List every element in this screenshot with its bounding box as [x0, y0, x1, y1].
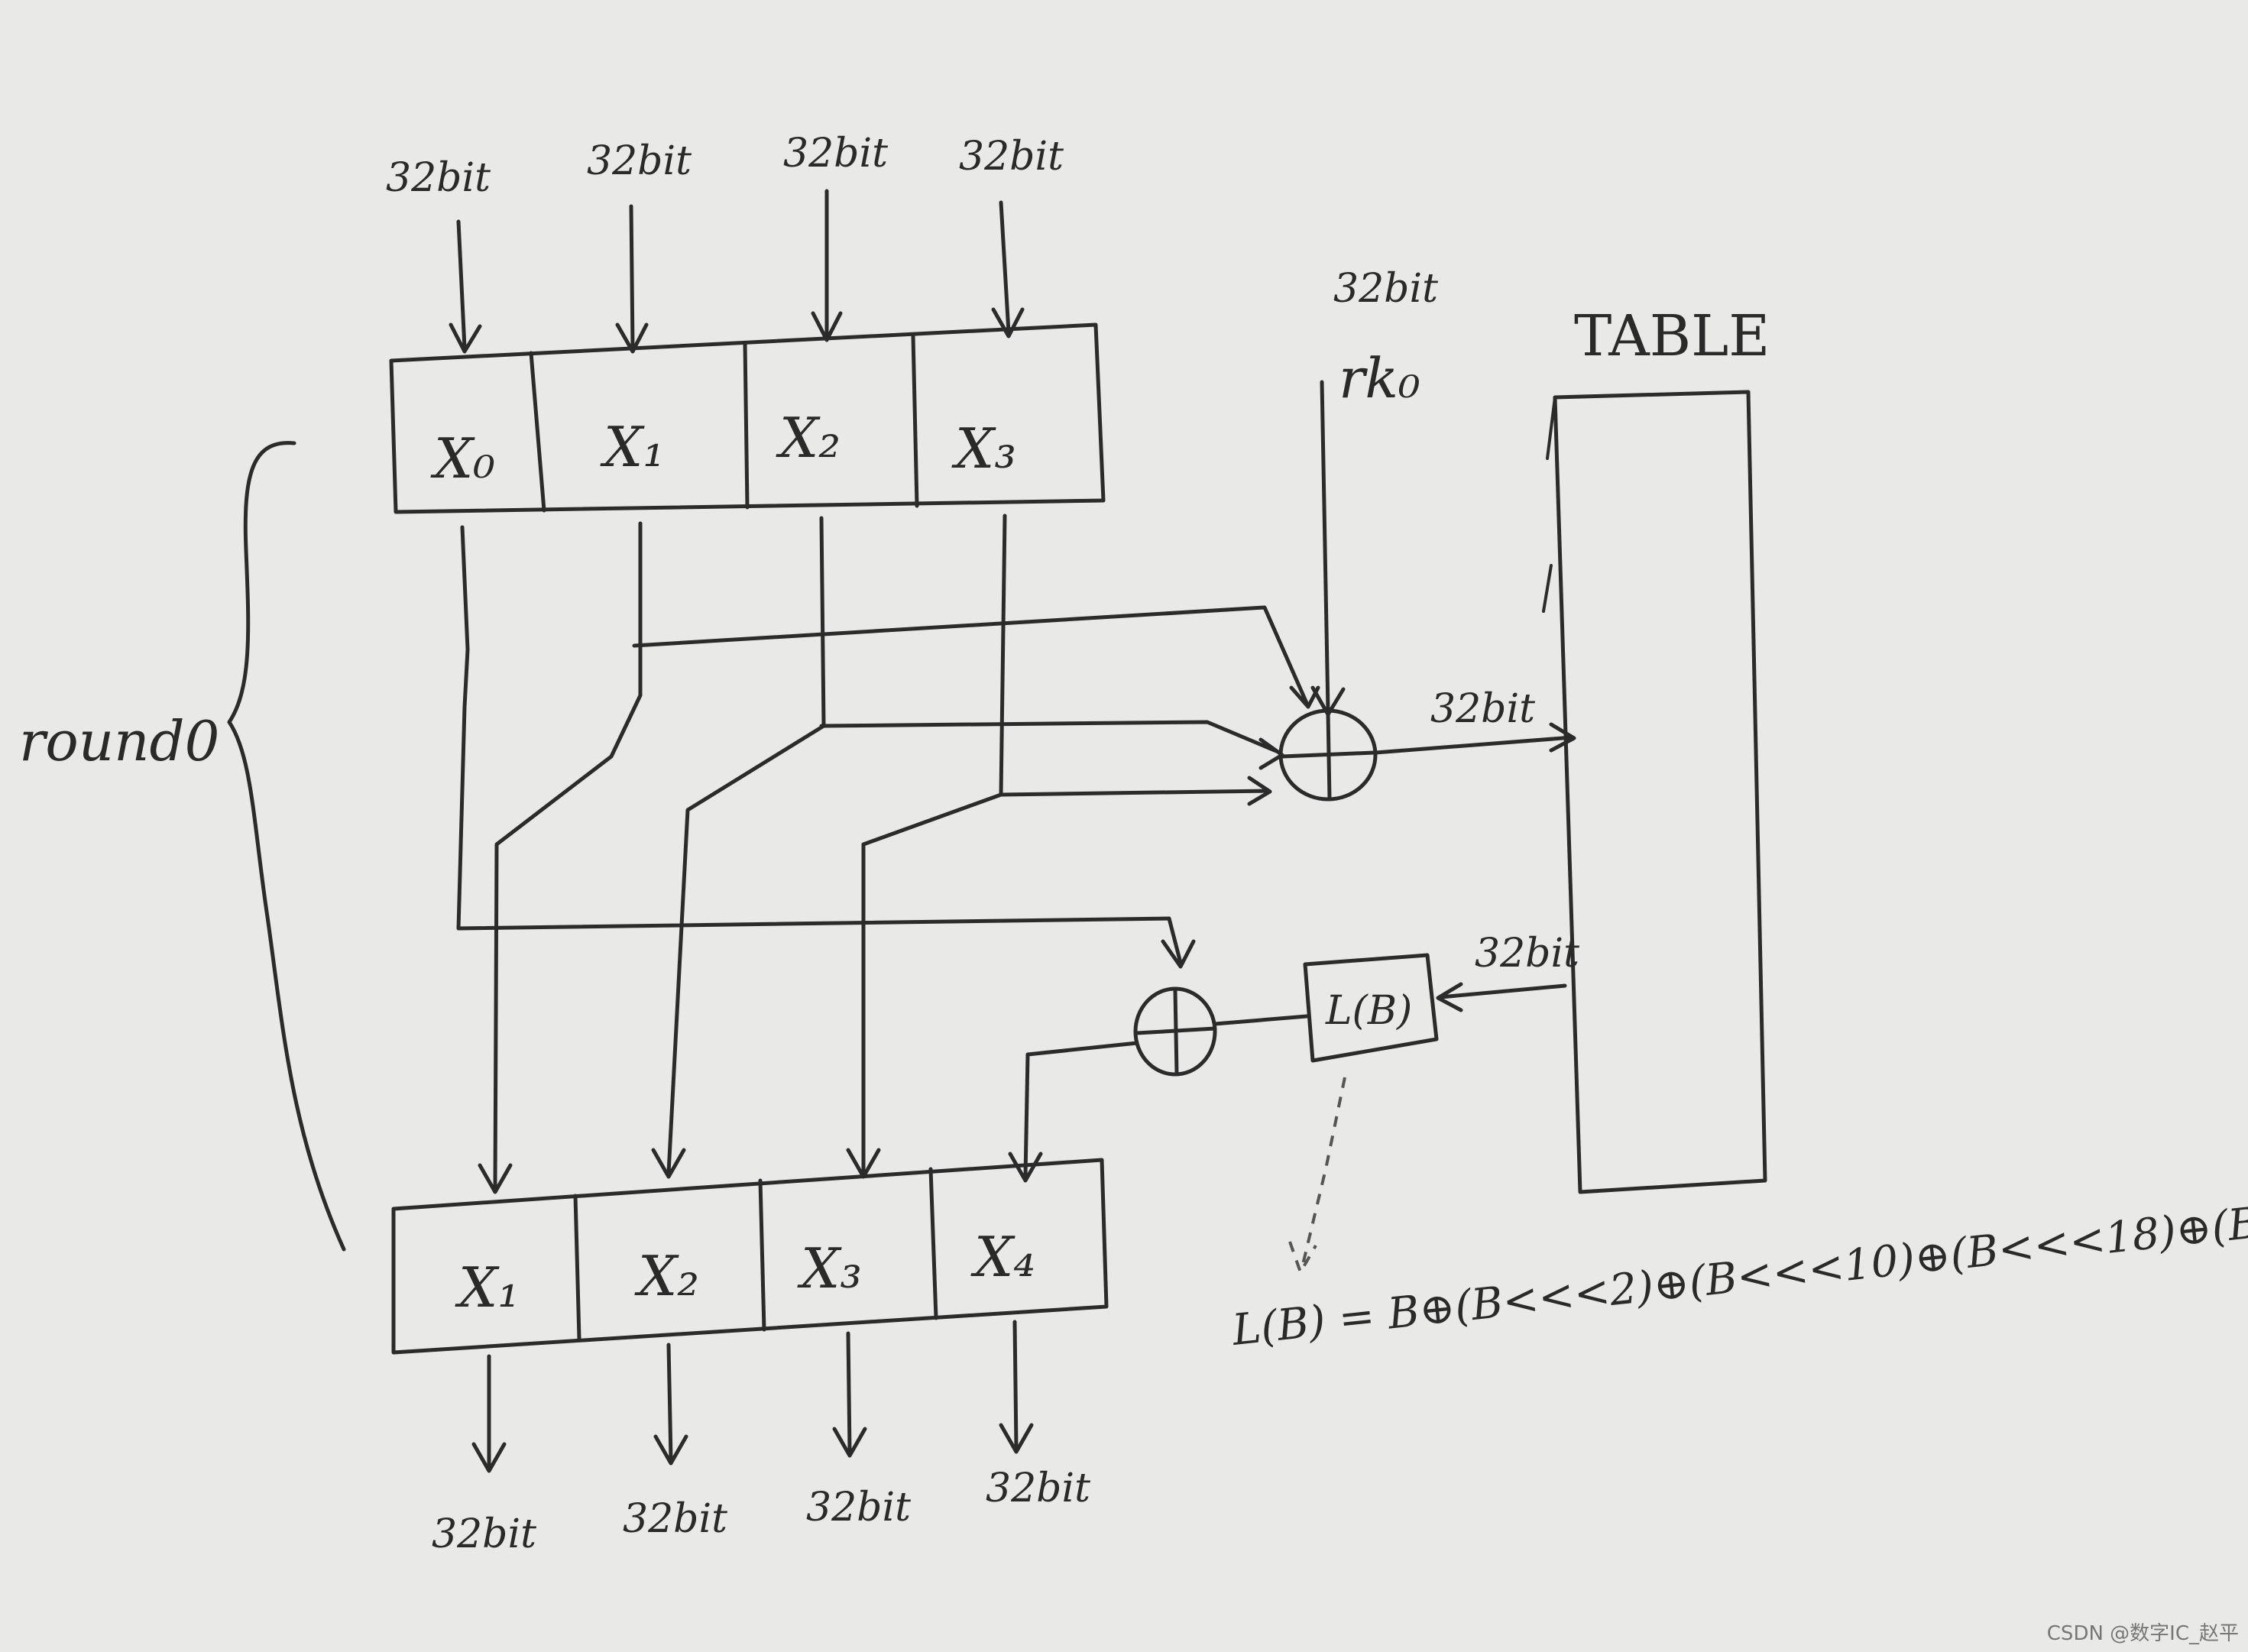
input-label-0: 32bit — [386, 155, 491, 201]
round-key: 32bit rk₀ — [1310, 266, 1438, 717]
round-bracket: round0 — [19, 441, 346, 1252]
tap-x3 — [999, 776, 1272, 806]
xor-plus-1 — [1280, 710, 1376, 801]
tap-x1 — [632, 605, 1320, 709]
l-transform-box: L(B) — [1288, 953, 1439, 1276]
xor-1 — [1278, 708, 1378, 802]
output-register: X₁ X₂ X₃ X₄ — [391, 1158, 1109, 1355]
output-cell-0: X₁ — [455, 1255, 520, 1320]
input-labels: 32bit 32bit 32bit 32bit — [386, 131, 1064, 201]
output-register-frame — [391, 1158, 1109, 1355]
wire-xor-to-table-label: 32bit — [1430, 686, 1535, 732]
input-register: X₀ X₁ X₂ X₃ — [389, 322, 1106, 514]
round-label: round0 — [19, 709, 219, 773]
input-label-3: 32bit — [959, 134, 1064, 180]
xor-2 — [1133, 986, 1217, 1077]
table-frame — [1553, 390, 1767, 1194]
wire-x2 — [651, 516, 826, 1179]
curly-brace — [227, 441, 346, 1252]
wire-x3 — [846, 513, 1007, 1179]
wire-l-to-xor — [1213, 1014, 1309, 1026]
output-labels: 32bit 32bit 32bit 32bit — [432, 1466, 1090, 1557]
input-cell-3: X₃ — [951, 416, 1016, 481]
output-cell-1: X₂ — [634, 1244, 699, 1308]
wire-table-to-l — [1436, 982, 1567, 1012]
round-key-arrow — [1310, 380, 1346, 717]
output-label-2: 32bit — [806, 1485, 911, 1531]
output-arrow-0 — [471, 1354, 507, 1473]
wire-table-to-l-label: 32bit — [1475, 931, 1579, 977]
output-arrow-1 — [653, 1343, 688, 1466]
input-cell-2: X₂ — [776, 406, 841, 470]
watermark: CSDN @数字IC_赵平 — [2047, 1622, 2239, 1645]
output-cell-2: X₃ — [797, 1236, 862, 1301]
input-arrow-1 — [615, 204, 649, 354]
output-cell-3: X₄ — [970, 1225, 1035, 1289]
output-arrows — [471, 1320, 1034, 1473]
l-box-label: L(B) — [1325, 988, 1412, 1034]
output-label-0: 32bit — [432, 1511, 536, 1557]
round-key-width-label: 32bit — [1333, 266, 1438, 312]
l-transform-equation: L(B) = B⊕(B<<<2)⊕(B<<<10)⊕(B<<<18)⊕(B<<<… — [1229, 1180, 2248, 1356]
input-register-frame — [389, 322, 1106, 514]
input-arrows — [449, 189, 1025, 354]
xor-plus-2 — [1135, 988, 1217, 1076]
input-label-2: 32bit — [783, 131, 888, 177]
input-label-1: 32bit — [587, 138, 692, 184]
l-box-frame — [1303, 953, 1439, 1063]
wire-x0 — [456, 525, 1196, 969]
input-arrow-3 — [991, 200, 1025, 338]
input-cell-1: X₁ — [600, 415, 665, 479]
sbox-table: TABLE — [1542, 303, 1770, 1194]
input-arrow-0 — [449, 219, 482, 354]
wire-xor-to-x4 — [1008, 1041, 1139, 1183]
input-arrow-2 — [811, 189, 843, 342]
wiring: 32bit 32bit — [456, 513, 1579, 1194]
output-label-1: 32bit — [623, 1496, 727, 1542]
l-box-dashed-arrow — [1288, 1077, 1346, 1276]
output-arrow-3 — [999, 1320, 1034, 1454]
output-label-3: 32bit — [986, 1466, 1090, 1511]
table-title: TABLE — [1574, 303, 1770, 369]
output-arrow-2 — [832, 1331, 867, 1458]
tap-x2 — [819, 720, 1284, 770]
wire-xor-to-table — [1373, 722, 1576, 755]
input-cell-0: X₀ — [430, 426, 495, 491]
wire-x1 — [478, 521, 643, 1194]
round-key-name: rk₀ — [1339, 346, 1420, 410]
